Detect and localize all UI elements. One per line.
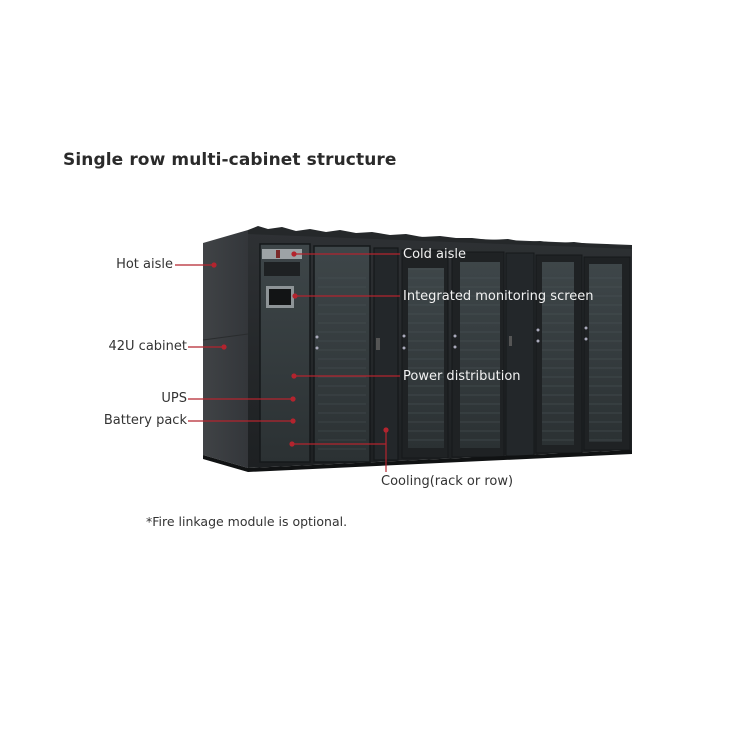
diagram-title: Single row multi-cabinet structure: [63, 150, 397, 170]
cabinet-4: [451, 251, 505, 458]
leader-lines: [175, 251, 400, 472]
label-cooling: Cooling(rack or row): [381, 474, 514, 489]
label-power-distribution: Power distribution: [403, 369, 521, 384]
label-cold-aisle: Cold aisle: [403, 247, 466, 262]
label-42u-cabinet: 42U cabinet: [108, 339, 187, 354]
label-monitoring-screen: Integrated monitoring screen: [403, 289, 594, 304]
cabinet-6: [583, 256, 631, 451]
cabinet-control: [259, 243, 311, 463]
cabinet-3: [401, 249, 449, 459]
footnote: *Fire linkage module is optional.: [146, 514, 348, 529]
cabinet-5: [535, 254, 583, 454]
cabinet-cooling-2: [505, 252, 535, 457]
label-battery-pack: Battery pack: [103, 413, 187, 428]
cabinet-2: [313, 245, 371, 463]
label-ups: UPS: [161, 391, 187, 406]
label-hot-aisle: Hot aisle: [116, 257, 173, 272]
